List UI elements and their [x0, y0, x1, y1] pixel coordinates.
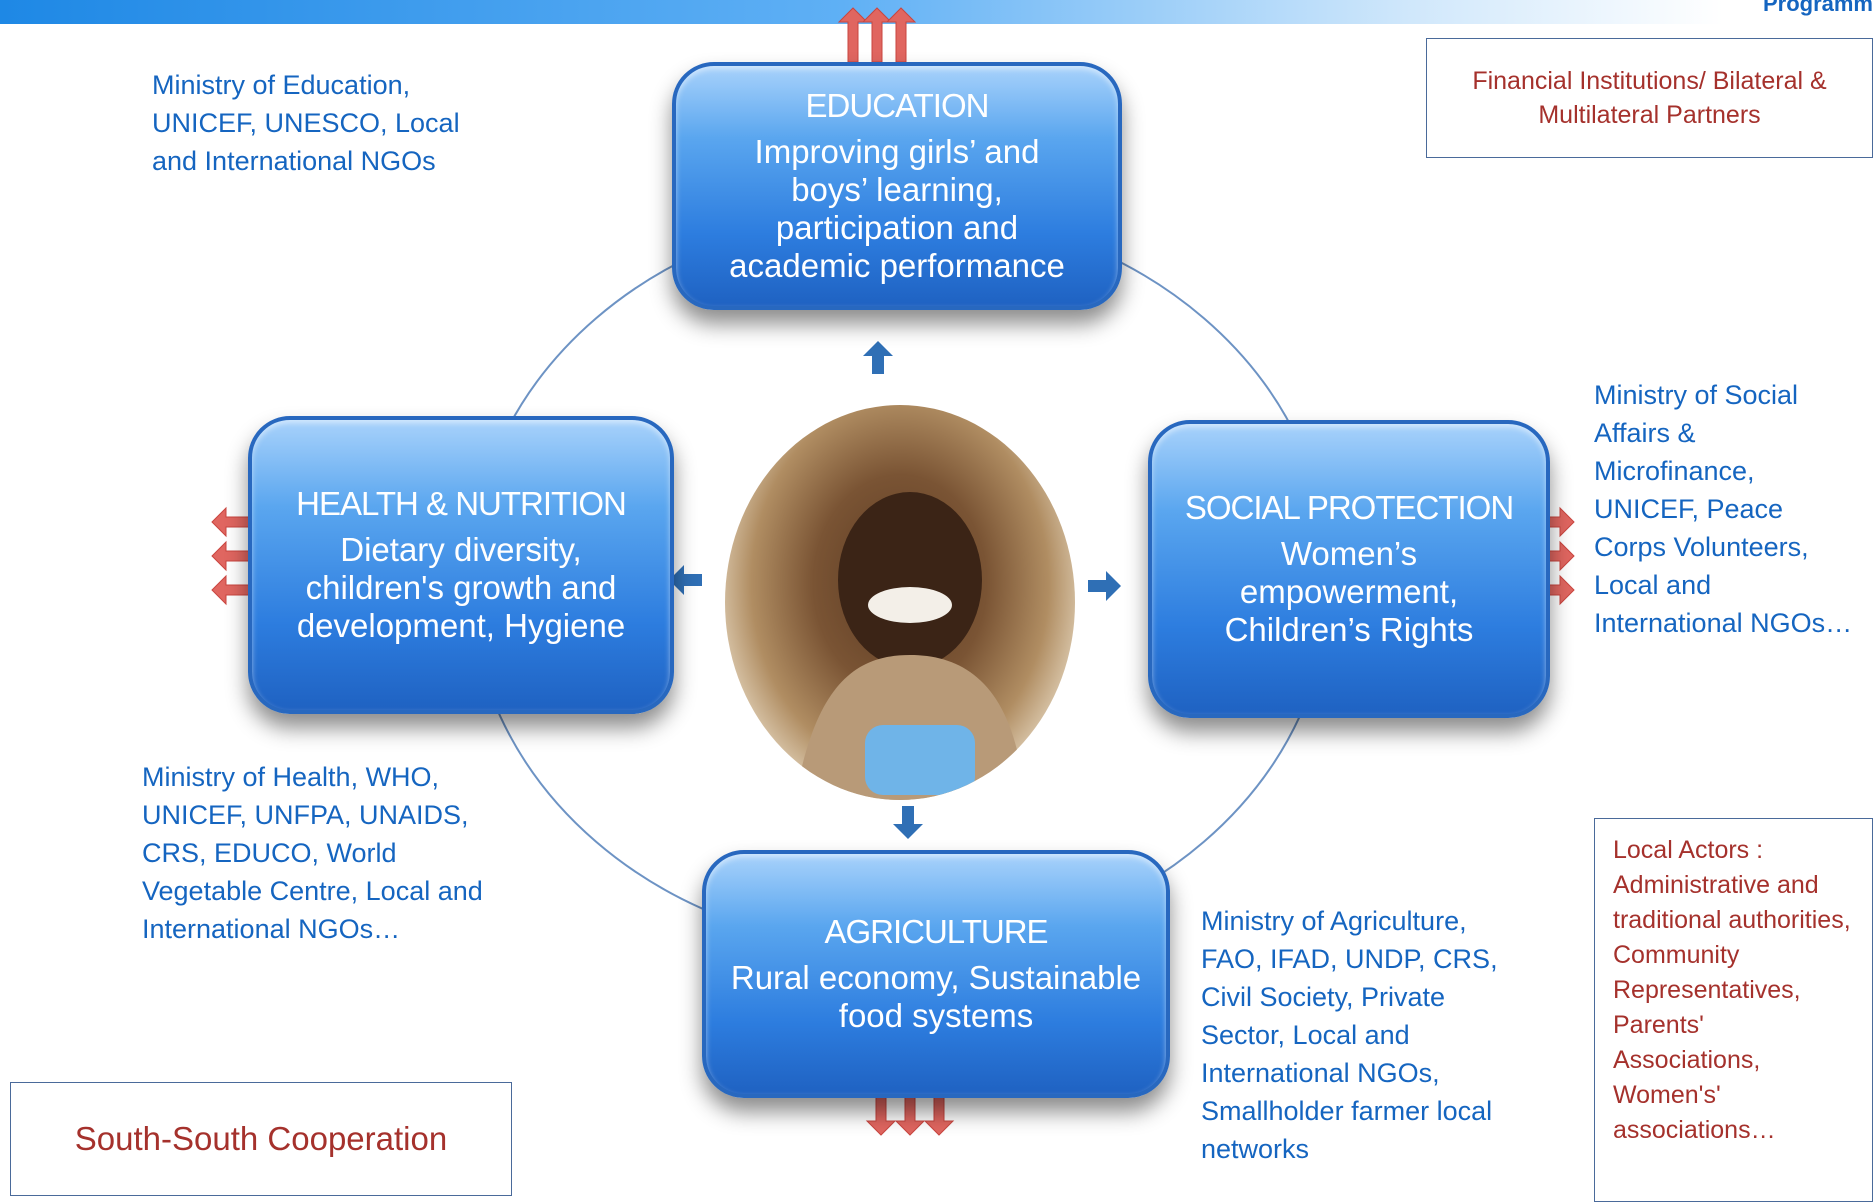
- agriculture-description: Rural economy, Sustainable food systems: [730, 959, 1142, 1034]
- agriculture-title: AGRICULTURE: [824, 913, 1048, 950]
- education-partners: Ministry of Education, UNICEF, UNESCO, L…: [152, 70, 460, 176]
- social-description: Women’s empowerment, Children’s Rights: [1224, 535, 1474, 648]
- child-photo-icon: [795, 492, 1025, 800]
- child-photo: [725, 405, 1075, 800]
- local-actors-box: Local Actors : Administrative and tradit…: [1594, 818, 1873, 1202]
- agriculture-partners: Ministry of Agriculture, FAO, IFAD, UNDP…: [1201, 906, 1498, 1164]
- education-node: EDUCATION Improving girls’ and boys’ lea…: [672, 62, 1122, 310]
- social-partners: Ministry of Social Affairs & Microfinanc…: [1594, 380, 1853, 638]
- financial-partners-box: Financial Institutions/ Bilateral & Mult…: [1426, 38, 1873, 158]
- program-label: Programm: [1762, 0, 1873, 16]
- local-actors-text: Local Actors : Administrative and tradit…: [1613, 836, 1851, 1144]
- south-south-text: South-South Cooperation: [74, 1120, 448, 1157]
- red-arrows-bottom: [865, 1084, 955, 1136]
- blue-arrow-left: [669, 565, 702, 595]
- health-nutrition-node: HEALTH & NUTRITION Dietary diversity, ch…: [248, 416, 674, 714]
- education-title: EDUCATION: [805, 87, 990, 124]
- social-title: SOCIAL PROTECTION: [1184, 489, 1514, 526]
- south-south-box: South-South Cooperation: [10, 1082, 512, 1196]
- agriculture-node: AGRICULTURE Rural economy, Sustainable f…: [702, 850, 1170, 1098]
- blue-arrow-down: [893, 806, 923, 839]
- blue-arrow-up: [863, 341, 893, 374]
- financial-partners-text: Financial Institutions/ Bilateral & Mult…: [1472, 67, 1827, 129]
- red-arrows-top: [837, 7, 917, 63]
- health-title: HEALTH & NUTRITION: [296, 485, 627, 522]
- health-description: Dietary diversity, children's growth and…: [296, 531, 626, 644]
- social-protection-node: SOCIAL PROTECTION Women’s empowerment, C…: [1148, 420, 1550, 718]
- health-partners: Ministry of Health, WHO, UNICEF, UNFPA, …: [142, 762, 483, 944]
- top-banner: [0, 0, 1873, 24]
- blue-arrow-right: [1088, 571, 1121, 601]
- education-description: Improving girls’ and boys’ learning, par…: [729, 133, 1065, 284]
